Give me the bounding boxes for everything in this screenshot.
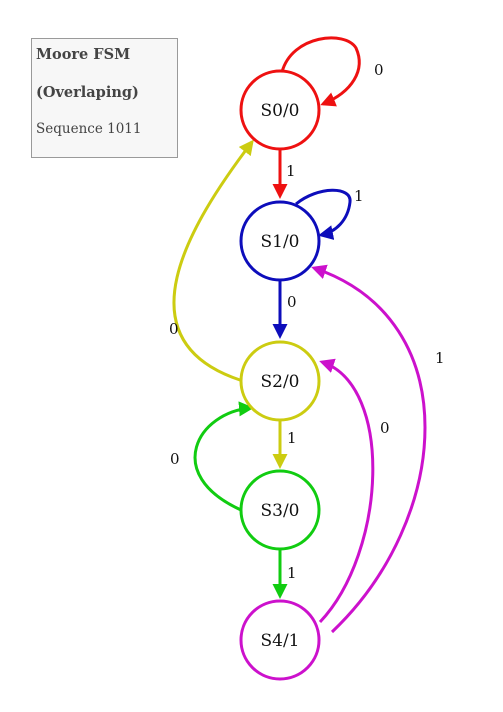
edge-s1-s1 [295,188,352,240]
edge-label-s2-s0: 0 [169,320,179,338]
state-s2: S2/0 [239,340,321,422]
edge-label-s0-s1: 1 [286,162,296,180]
legend-box: Moore FSM (Overlaping) Sequence 1011 [31,38,178,158]
edge-s4-s2 [318,358,375,624]
state-s4: S4/1 [239,599,321,681]
state-s3: S3/0 [239,469,321,551]
edge-label-s4-s1: 1 [435,349,445,367]
legend-title-line1: Moore FSM [36,46,131,63]
state-s1: S1/0 [239,200,321,282]
state-s3-label: S3/0 [260,501,299,521]
legend-subtitle: Sequence 1011 [36,121,142,137]
edge-label-s3-s4: 1 [287,564,297,582]
legend-title-line2: (Overlaping) [36,84,139,101]
edge-s0-s0 [280,36,361,107]
state-s0-label: S0/0 [260,101,299,121]
state-s4-label: S4/1 [260,631,299,651]
edge-s3-s2 [193,401,254,512]
edge-label-s1-s2: 0 [287,293,297,311]
edge-s2-s0 [172,139,254,382]
state-s1-label: S1/0 [260,232,299,252]
edge-label-s4-s2: 0 [380,419,390,437]
edge-label-s1-s1: 1 [354,187,364,205]
edge-label-s0-s0: 0 [374,61,384,79]
state-s2-label: S2/0 [260,372,299,392]
state-s0: S0/0 [239,69,321,151]
edge-s4-s1 [311,264,427,634]
edge-label-s2-s3: 1 [287,429,297,447]
edge-label-s3-s2: 0 [170,450,180,468]
